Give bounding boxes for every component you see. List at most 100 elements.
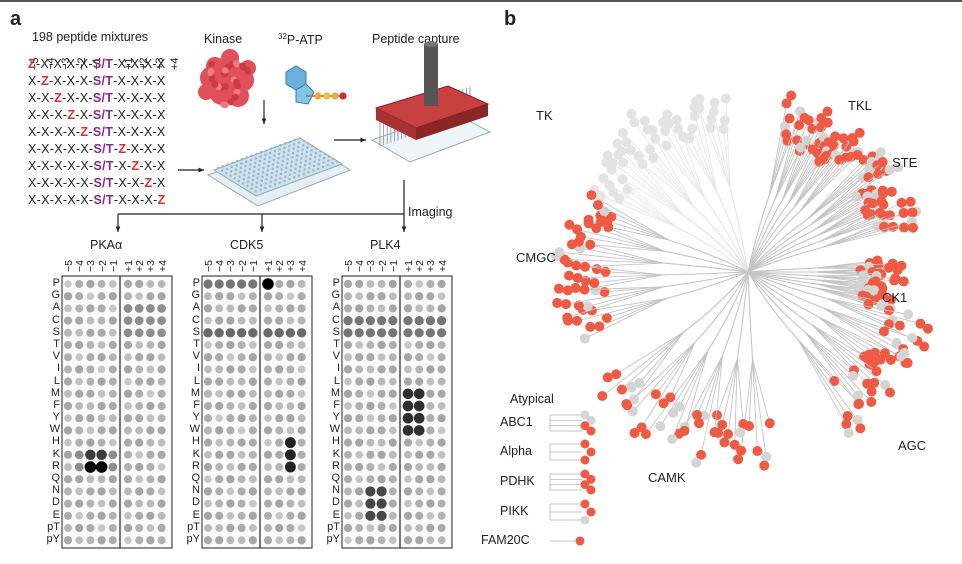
array-spot <box>286 426 295 435</box>
array-spot <box>366 280 375 288</box>
array-spot <box>388 377 397 386</box>
array-spot <box>297 438 306 447</box>
array-spot <box>123 316 133 325</box>
array-spot <box>415 499 424 508</box>
residue-label: M <box>50 386 60 399</box>
tree-branch <box>736 271 749 360</box>
array-spot <box>263 328 273 338</box>
array-spot <box>297 450 306 459</box>
array-spot <box>437 353 446 362</box>
tree-twig <box>634 122 694 207</box>
plate-well <box>315 147 318 150</box>
tree-branch <box>729 188 749 273</box>
array-spot <box>135 365 144 374</box>
plate-well <box>317 163 320 166</box>
kinase-leaf <box>663 118 674 129</box>
plate-well <box>322 161 325 164</box>
array-spot <box>355 511 364 520</box>
kinase-leaf <box>636 422 647 433</box>
tree-twig <box>584 298 667 339</box>
degenerate-residues: -X- <box>75 108 93 122</box>
residue-label: N <box>52 484 60 497</box>
array-spot <box>264 304 272 313</box>
tree-twig <box>826 298 890 325</box>
array-spot <box>275 402 284 410</box>
array-spot <box>134 304 144 313</box>
array-spot <box>365 498 376 509</box>
phosphate-group <box>331 92 339 100</box>
plate-well <box>318 154 322 157</box>
plate-well <box>288 144 291 148</box>
tree-twig <box>798 137 853 213</box>
kinase-leaf <box>607 157 618 168</box>
kinase-leaf <box>738 419 749 430</box>
plate-well <box>264 186 267 190</box>
top-rule <box>0 0 962 2</box>
array-spot <box>86 304 95 313</box>
array-spot <box>275 523 284 533</box>
array-spot <box>377 523 386 533</box>
array-spot <box>365 328 375 338</box>
tree-twig <box>621 331 685 390</box>
degenerate-residues: - <box>113 142 119 156</box>
array-spot <box>355 414 364 423</box>
array-spot <box>286 389 295 398</box>
tree-twig <box>621 151 685 216</box>
kinase-leaf <box>671 115 682 126</box>
kinase-leaf <box>879 221 890 232</box>
kinase-leaf <box>629 427 640 438</box>
kinase-leaf <box>729 439 740 450</box>
kinase-texture <box>211 81 219 88</box>
array-spot <box>109 304 117 313</box>
array-spot <box>403 462 413 472</box>
array-spot <box>343 304 353 313</box>
residue-label: W <box>189 423 200 436</box>
array-spot <box>355 536 364 545</box>
plate-well <box>308 166 311 169</box>
kinase-leaf <box>679 425 690 436</box>
tree-twig <box>566 286 664 305</box>
residue-label: C <box>52 313 60 326</box>
array-spot <box>297 316 306 325</box>
array-spot <box>404 524 412 532</box>
array-spot <box>426 450 435 459</box>
sequence-row: X-X-X-X-X-S/T-X-Z-X-X <box>28 159 198 176</box>
plate-well <box>251 178 254 182</box>
kinase-leaf <box>629 117 640 128</box>
atypical-leaf <box>580 410 590 420</box>
kinase-leaf <box>626 108 637 119</box>
array-spot <box>64 524 72 532</box>
plate-well <box>336 160 339 163</box>
atypical-leaf <box>586 415 596 425</box>
array-spot <box>146 377 155 386</box>
degenerate-residues: -X-X-X-X <box>113 108 166 122</box>
tree-twig <box>713 111 731 189</box>
kinase-leaf <box>586 190 597 201</box>
plate-well <box>254 161 257 164</box>
array-spot <box>215 340 224 350</box>
tree-twig <box>684 350 709 431</box>
array-spot <box>97 536 106 545</box>
kinase-leaf <box>691 457 702 468</box>
kinase-leaf <box>573 300 584 311</box>
kinase-leaf <box>580 275 591 286</box>
array-spot <box>388 462 397 472</box>
tree-twig <box>787 136 824 205</box>
array-spot <box>123 365 133 374</box>
array-spot <box>86 438 95 447</box>
array-spot <box>97 292 106 301</box>
kinase-leaf <box>554 247 565 258</box>
tree-branch <box>747 198 777 273</box>
residue-label: V <box>332 350 340 363</box>
phospho-site: S/T <box>93 193 114 207</box>
array-spot <box>75 523 84 533</box>
array-spot <box>403 377 413 386</box>
array-spot <box>366 438 375 447</box>
array-spot <box>203 353 213 362</box>
kinase-leaf <box>662 109 673 120</box>
array-title-cdk5: CDK5 <box>230 238 264 252</box>
array-spot <box>108 292 117 301</box>
residue-label: K <box>52 447 60 460</box>
sequence-row: X-X-X-X-X-S/T-X-X-X-Z <box>28 193 198 210</box>
